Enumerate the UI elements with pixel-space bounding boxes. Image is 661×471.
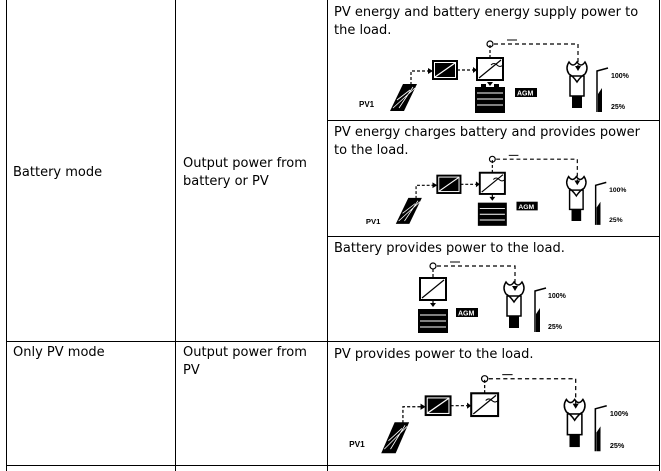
inverter-icon bbox=[476, 57, 504, 81]
battery-icon bbox=[477, 202, 507, 226]
battery-type-label: AGM bbox=[518, 204, 534, 211]
power-flow-diagram: PV1 AGM 100% 25% bbox=[366, 154, 626, 226]
load-level-gauge bbox=[594, 404, 607, 452]
mppt-charger-icon bbox=[432, 60, 458, 80]
load-max-label: 100% bbox=[611, 73, 630, 80]
table-divider bbox=[327, 0, 328, 471]
row-divider bbox=[327, 236, 660, 237]
table-border-left bbox=[6, 0, 7, 471]
pv-panel-icon bbox=[390, 84, 417, 111]
grid-breaker-icon bbox=[486, 40, 494, 48]
row-divider bbox=[327, 120, 660, 121]
load-level-gauge bbox=[594, 181, 607, 225]
mode-cell: Only PV mode bbox=[13, 345, 105, 360]
pv-panel-icon bbox=[381, 422, 410, 454]
battery-type-label: AGM bbox=[517, 91, 534, 98]
load-max-label: 100% bbox=[610, 409, 629, 418]
load-min-label: 25% bbox=[611, 104, 626, 111]
grid-breaker-icon bbox=[480, 375, 489, 383]
inverter-icon bbox=[478, 171, 506, 195]
lightbulb-load-icon bbox=[566, 60, 588, 108]
load-level-gauge bbox=[534, 287, 547, 332]
load-min-label: 25% bbox=[610, 441, 625, 450]
grid-breaker-icon bbox=[488, 155, 496, 163]
mppt-charger-icon bbox=[424, 395, 452, 417]
power-flow-diagram: PV1 AGM 100% 25% bbox=[359, 39, 630, 113]
power-flow-diagram: AGM 100% 25% bbox=[418, 261, 567, 333]
load-max-label: 100% bbox=[609, 187, 626, 194]
pv-panel-icon bbox=[395, 197, 422, 224]
row-divider bbox=[6, 465, 660, 466]
load-min-label: 25% bbox=[548, 324, 563, 331]
lightbulb-load-icon bbox=[503, 280, 525, 328]
pv-label: PV1 bbox=[349, 440, 365, 449]
mppt-charger-icon bbox=[436, 174, 462, 194]
battery-icon bbox=[418, 309, 448, 333]
output-cell: Output power from battery or PV bbox=[183, 156, 307, 189]
battery-type-label: AGM bbox=[458, 311, 475, 318]
lightbulb-load-icon bbox=[563, 398, 586, 448]
inverter-icon bbox=[419, 277, 447, 301]
pv-label: PV1 bbox=[359, 100, 375, 109]
load-min-label: 25% bbox=[609, 217, 623, 224]
inverter-icon bbox=[470, 392, 500, 418]
load-level-gauge bbox=[596, 67, 609, 112]
power-flow-diagram: PV1 100% 25% bbox=[349, 374, 629, 454]
row-divider bbox=[6, 341, 660, 342]
lightbulb-load-icon bbox=[565, 175, 587, 221]
load-max-label: 100% bbox=[548, 293, 567, 300]
case-description: PV provides power to the load. bbox=[334, 347, 534, 362]
pv-label: PV1 bbox=[366, 217, 381, 226]
table-border-right bbox=[659, 0, 660, 471]
case-description: PV energy charges battery and provides p… bbox=[334, 125, 640, 158]
mode-cell: Battery mode bbox=[13, 165, 103, 180]
case-description: Battery provides power to the load. bbox=[334, 241, 565, 256]
battery-icon bbox=[475, 84, 505, 113]
case-description: PV energy and battery energy supply powe… bbox=[334, 5, 639, 38]
output-cell: Output power from PV bbox=[183, 345, 307, 378]
table-divider bbox=[175, 0, 176, 471]
grid-breaker-icon bbox=[429, 262, 437, 270]
